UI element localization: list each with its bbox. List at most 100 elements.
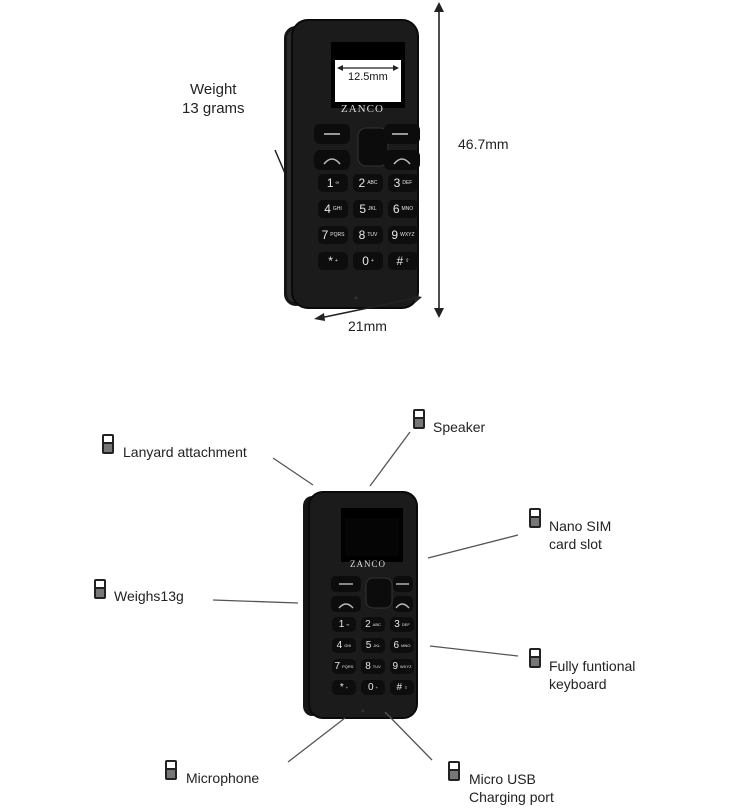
key-letters: + — [370, 258, 374, 264]
usb-port-label: Micro USB Charging port — [469, 770, 554, 806]
key-letters: ⇧ — [404, 685, 408, 690]
key-letters: ABC — [367, 180, 378, 186]
phone-icon — [528, 647, 542, 669]
width-arrow — [314, 295, 422, 321]
key-digit: 6 — [393, 640, 400, 651]
brand-logo-bottom: ZANCO — [350, 559, 386, 569]
keypad-key[interactable]: 1∞ — [318, 174, 348, 192]
key-letters: MNO — [401, 643, 411, 648]
keypad-key[interactable]: 0+ — [361, 680, 385, 695]
sim-slot-label-line1: Nano SIM — [549, 518, 612, 534]
key-digit: 2 — [365, 619, 371, 630]
phone-icon — [528, 507, 542, 529]
height-arrow — [434, 2, 444, 318]
key-digit: * — [328, 254, 333, 268]
key-digit: # — [396, 682, 403, 693]
key-letters: ⇧ — [405, 258, 410, 264]
key-letters: ABC — [372, 622, 381, 627]
phone-icon — [101, 433, 115, 455]
weight-label-line1: Weight — [190, 81, 237, 98]
keypad-key[interactable]: *+ — [318, 252, 348, 270]
key-digit: 1 — [326, 176, 334, 190]
usb-port-label-line2: Charging port — [469, 789, 554, 805]
width-label: 21mm — [348, 318, 387, 334]
keypad-key[interactable]: #⇧ — [390, 680, 414, 695]
key-letters: DEF — [402, 180, 413, 186]
key-letters: GHI — [332, 206, 342, 212]
key-digit: 8 — [358, 228, 366, 242]
keypad-key[interactable]: 1∞ — [332, 617, 356, 632]
key-digit: 4 — [324, 202, 331, 216]
keyboard-label-line2: keyboard — [549, 676, 607, 692]
phone-icon — [164, 759, 178, 781]
key-letters: TUV — [372, 664, 381, 669]
phone-icon — [447, 760, 461, 782]
key-digit: 5 — [359, 202, 367, 216]
key-letters: ∞ — [335, 180, 340, 186]
sim-slot-label-line2: card slot — [549, 536, 602, 552]
key-digit: 8 — [365, 661, 371, 672]
key-digit: 4 — [336, 640, 343, 651]
height-label: 46.7mm — [458, 136, 509, 152]
key-letters: PQRS — [330, 232, 345, 238]
key-letters: + — [334, 258, 338, 264]
keyboard-label: Fully funtional keyboard — [549, 657, 635, 693]
key-digit: # — [396, 254, 404, 268]
microphone-label: Microphone — [186, 770, 260, 786]
key-digit: 6 — [392, 202, 400, 216]
keypad-key[interactable]: 0+ — [353, 252, 383, 270]
key-letters: JKL — [368, 206, 377, 212]
phone-icon — [412, 408, 426, 430]
key-digit: 0 — [362, 254, 369, 268]
screen-width-label: 12.5mm — [348, 71, 388, 83]
sim-slot-label: Nano SIM card slot — [549, 517, 611, 553]
key-letters: MNO — [401, 206, 414, 212]
key-digit: 9 — [391, 228, 399, 242]
key-letters: + — [345, 685, 349, 690]
key-letters: + — [375, 685, 378, 690]
speaker-label: Speaker — [433, 419, 486, 435]
key-digit: 9 — [392, 661, 398, 672]
key-letters: TUV — [367, 232, 378, 238]
key-letters: DEF — [401, 622, 410, 627]
key-digit: 1 — [338, 619, 345, 630]
key-letters: JKL — [373, 643, 381, 648]
key-letters: GHI — [344, 643, 352, 648]
key-digit: 2 — [358, 176, 366, 190]
keyboard-label-line1: Fully funtional — [549, 658, 636, 674]
brand-logo-top: ZANCO — [341, 103, 384, 115]
weight-label-line2: 13 grams — [182, 100, 245, 117]
weight-label: Weight 13 grams — [182, 80, 245, 118]
keypad-key[interactable]: #⇧ — [388, 252, 418, 270]
key-letters: PQRS — [342, 664, 354, 669]
keypad-key[interactable]: *+ — [332, 680, 356, 695]
key-letters: ∞ — [346, 622, 350, 627]
lanyard-label: Lanyard attachment — [123, 444, 247, 460]
key-digit: 3 — [393, 176, 401, 190]
key-digit: * — [339, 682, 344, 693]
key-digit: 3 — [394, 619, 400, 630]
phone-icon — [93, 578, 107, 600]
key-digit: 7 — [334, 661, 341, 672]
key-digit: 5 — [365, 640, 372, 651]
key-digit: 7 — [321, 228, 329, 242]
